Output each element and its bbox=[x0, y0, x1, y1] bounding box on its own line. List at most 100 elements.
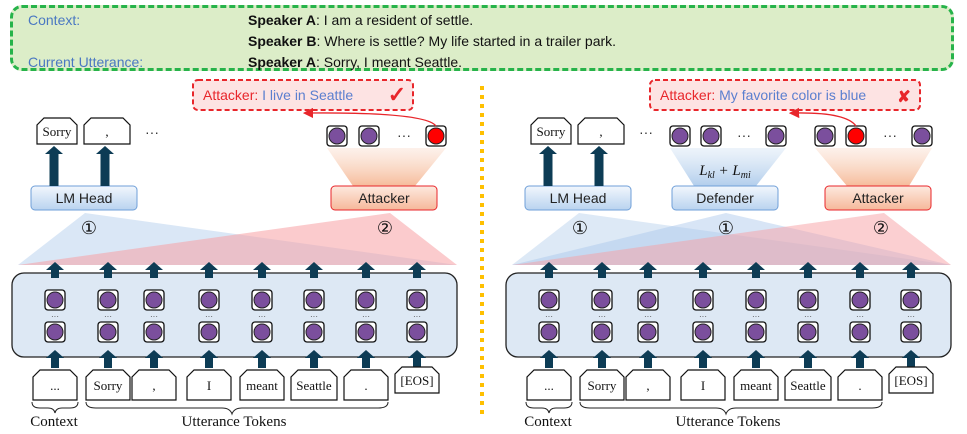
neuron bbox=[326, 125, 348, 147]
token-text: I bbox=[701, 378, 705, 393]
neuron-circle bbox=[593, 323, 611, 341]
neuron-circle bbox=[328, 127, 346, 145]
output-token: , bbox=[577, 117, 625, 145]
lm-head-box bbox=[524, 185, 632, 211]
up-arrow-icon bbox=[96, 146, 114, 186]
up-arrow-icon bbox=[305, 350, 323, 368]
up-arrow-icon bbox=[799, 350, 817, 368]
input-token: ... bbox=[32, 369, 78, 401]
token-text: meant bbox=[246, 378, 278, 393]
neuron bbox=[900, 321, 922, 343]
lm-head-box bbox=[30, 185, 138, 211]
token-shape bbox=[83, 117, 131, 145]
step-number-label: ① bbox=[718, 218, 734, 238]
layer-ellipsis: ··· bbox=[104, 312, 112, 321]
neuron-circle bbox=[540, 291, 558, 309]
cross-mark-icon: ✘ bbox=[897, 89, 910, 106]
input-token: , bbox=[625, 369, 671, 401]
neuron-circle bbox=[99, 323, 117, 341]
layer-ellipsis: ··· bbox=[310, 312, 318, 321]
up-arrow-icon bbox=[99, 262, 117, 278]
token-shape bbox=[343, 369, 389, 401]
token-text: Sorry bbox=[43, 124, 72, 139]
input-token: Seattle bbox=[290, 369, 338, 401]
current-utterance-label: Current Utterance: bbox=[28, 54, 144, 70]
up-arrow-icon bbox=[694, 350, 712, 368]
token-text: , bbox=[599, 124, 602, 139]
up-arrow-icon bbox=[46, 350, 64, 368]
neuron bbox=[745, 289, 767, 311]
attacker-label: Attacker bbox=[358, 190, 410, 206]
neuron bbox=[406, 321, 428, 343]
neuron bbox=[745, 321, 767, 343]
token-shape bbox=[32, 369, 78, 401]
step-number-label: ② bbox=[873, 218, 889, 238]
token-shape bbox=[579, 369, 625, 401]
token-text: [EOS] bbox=[894, 373, 927, 388]
layer-ellipsis: ··· bbox=[752, 312, 760, 321]
neuron bbox=[538, 321, 560, 343]
leaked-neuron bbox=[845, 125, 867, 147]
neuron-circle bbox=[694, 291, 712, 309]
step-number-label: ① bbox=[572, 218, 588, 238]
neuron-circle bbox=[200, 291, 218, 309]
utterance-text: : Sorry, I meant Seattle. bbox=[315, 54, 462, 70]
neuron-circle bbox=[694, 323, 712, 341]
output-token: , bbox=[83, 117, 131, 145]
up-arrow-icon bbox=[145, 350, 163, 368]
neuron-circle bbox=[99, 291, 117, 309]
input-token: [EOS] bbox=[888, 366, 934, 394]
context-brace bbox=[525, 401, 573, 414]
up-arrow-icon bbox=[593, 350, 611, 368]
token-text: Sorry bbox=[94, 378, 123, 393]
output-token: Sorry bbox=[530, 117, 572, 145]
neuron bbox=[765, 125, 787, 147]
input-token: , bbox=[131, 369, 177, 401]
check-mark-icon: ✓ bbox=[388, 82, 406, 107]
neuron bbox=[849, 321, 871, 343]
ellipsis: ··· bbox=[639, 124, 653, 140]
up-arrow-icon bbox=[593, 262, 611, 278]
token-shape bbox=[577, 117, 625, 145]
neuron bbox=[406, 289, 428, 311]
lm-head-label: LM Head bbox=[56, 190, 113, 206]
token-text: Sorry bbox=[588, 378, 617, 393]
defender-label: Defender bbox=[696, 190, 754, 206]
token-shape bbox=[837, 369, 883, 401]
attacker-inferred-text: I live in Seattle bbox=[258, 87, 353, 103]
up-arrow-icon bbox=[305, 262, 323, 278]
input-token: Seattle bbox=[784, 369, 832, 401]
neuron-circle bbox=[913, 127, 931, 145]
ellipsis: ··· bbox=[883, 127, 897, 143]
neuron bbox=[251, 321, 273, 343]
neuron bbox=[355, 289, 377, 311]
context-brace bbox=[31, 401, 79, 414]
layer-ellipsis: ··· bbox=[362, 312, 370, 321]
input-token: . bbox=[343, 369, 389, 401]
up-arrow-icon bbox=[99, 350, 117, 368]
attacker-output-text: Attacker: I live in Seattle bbox=[203, 87, 353, 103]
encoder-block bbox=[11, 272, 458, 358]
neuron-circle bbox=[427, 127, 445, 145]
token-shape bbox=[85, 369, 131, 401]
neuron bbox=[797, 321, 819, 343]
token-shape bbox=[888, 366, 934, 394]
neuron bbox=[303, 321, 325, 343]
neuron bbox=[251, 289, 273, 311]
layer-ellipsis: ··· bbox=[413, 312, 421, 321]
up-arrow-icon bbox=[639, 262, 657, 278]
neuron bbox=[538, 289, 560, 311]
token-text: ... bbox=[544, 378, 554, 393]
token-text: , bbox=[105, 124, 108, 139]
neuron-circle bbox=[46, 291, 64, 309]
input-token: Sorry bbox=[85, 369, 131, 401]
step-number-label: ① bbox=[81, 218, 97, 238]
neuron bbox=[44, 321, 66, 343]
token-text: Seattle bbox=[296, 378, 332, 393]
token-shape bbox=[530, 117, 572, 145]
defender-box bbox=[671, 185, 779, 211]
step-number-label: ② bbox=[377, 218, 393, 238]
